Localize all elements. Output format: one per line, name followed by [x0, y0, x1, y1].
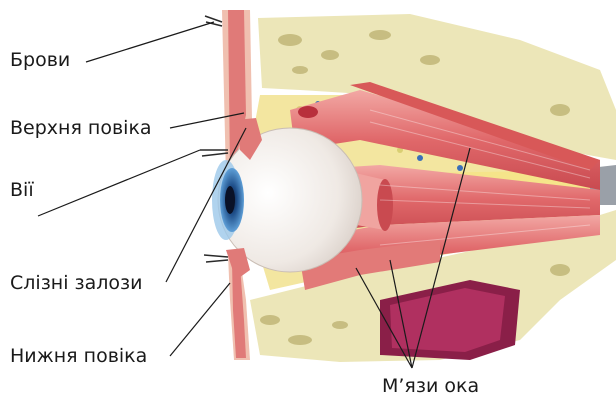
label-eyebrows: Брови [10, 49, 70, 71]
pupil [225, 186, 235, 214]
label-lacrimal-glands: Слізні залози [10, 272, 143, 294]
label-eye-muscles: М’язи ока [382, 375, 479, 397]
label-lower-eyelid: Нижня повіка [10, 345, 147, 367]
label-eyelashes: Вії [10, 179, 34, 201]
label-upper-eyelid: Верхня повіка [10, 117, 152, 139]
